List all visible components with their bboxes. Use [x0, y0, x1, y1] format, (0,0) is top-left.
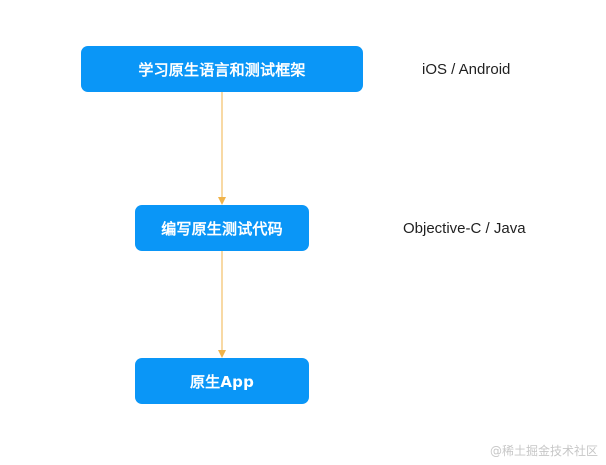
node-write-tests-text: 编写原生测试代码 [161, 219, 283, 238]
node-native-app-text: 原生App [189, 372, 255, 391]
node-native-app: 原生App [135, 358, 309, 404]
watermark: @稀土掘金技术社区 [489, 444, 598, 458]
side-label-platforms: iOS / Android [422, 61, 511, 78]
node-learn-native-text: 学习原生语言和测试框架 [138, 60, 306, 79]
node-write-tests: 编写原生测试代码 [135, 205, 309, 251]
side-label-languages: Objective-C / Java [403, 220, 526, 237]
node-learn-native: 学习原生语言和测试框架 [81, 46, 363, 92]
